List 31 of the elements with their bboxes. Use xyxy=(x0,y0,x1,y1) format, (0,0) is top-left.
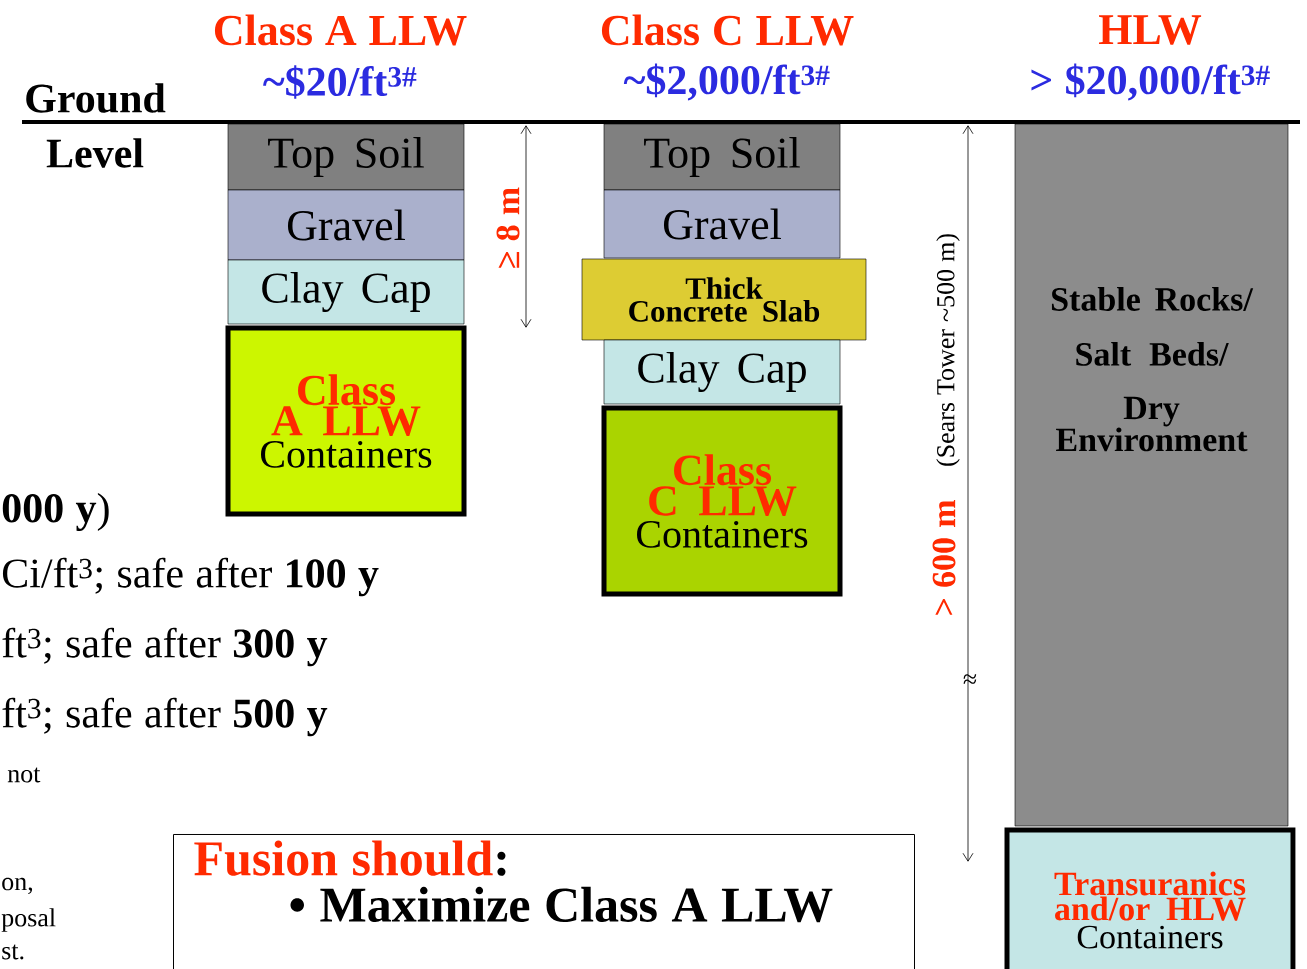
container-box: Transuranics and/or HLW Containers xyxy=(1004,827,1296,969)
soil-layer: Top Soil xyxy=(603,123,841,191)
concrete-slab: Thick Concrete Slab xyxy=(581,258,867,341)
comparison-note: (Sears Tower ~500 m) xyxy=(936,234,960,466)
column-heading: Class C LLW xyxy=(601,14,854,46)
column-heading: Class A LLW xyxy=(214,14,467,46)
soil-layer: Top Soil xyxy=(227,123,465,191)
ground-level-label: Ground xyxy=(26,83,166,113)
text-line: on, xyxy=(2,877,33,895)
gravel-layer: Gravel xyxy=(603,189,841,259)
cost-label: ~$2,000/ft$^{3#}$ xyxy=(623,63,830,101)
clay-layer: Clay Cap xyxy=(227,259,465,325)
column-heading: HLW xyxy=(1099,15,1202,45)
text-line: 000 y) xyxy=(2,492,109,532)
depth-label: ≥ 8 m xyxy=(496,187,520,268)
gravel-layer: Gravel xyxy=(227,189,465,261)
text-line: posal xyxy=(1,908,56,932)
clay-layer: Clay Cap xyxy=(603,339,841,405)
text-line: not xyxy=(7,767,41,783)
cost-label: ~$20/ft$^{3#}$ xyxy=(263,65,417,99)
text-line: ft$^{3}$; safe after 300 y xyxy=(2,627,328,667)
ground-level-label: Level xyxy=(46,138,144,168)
text-line: Ci/ft$^{3}$; safe after 100 y xyxy=(2,557,379,597)
container-box: Class A LLW Containers xyxy=(225,325,467,517)
rock-column: Stable Rocks/ Salt Beds/ Dry Environment xyxy=(1014,123,1289,827)
container-box: Class C LLW Containers xyxy=(601,405,843,597)
depth-label: > 600 m xyxy=(932,500,956,615)
text-line: ft$^{3}$; safe after 500 y xyxy=(2,697,328,737)
break-mark: ≈ xyxy=(963,674,977,684)
text-line: st. xyxy=(2,944,24,960)
note-box: Fusion should: • Maximize Class A LLW xyxy=(173,834,915,969)
